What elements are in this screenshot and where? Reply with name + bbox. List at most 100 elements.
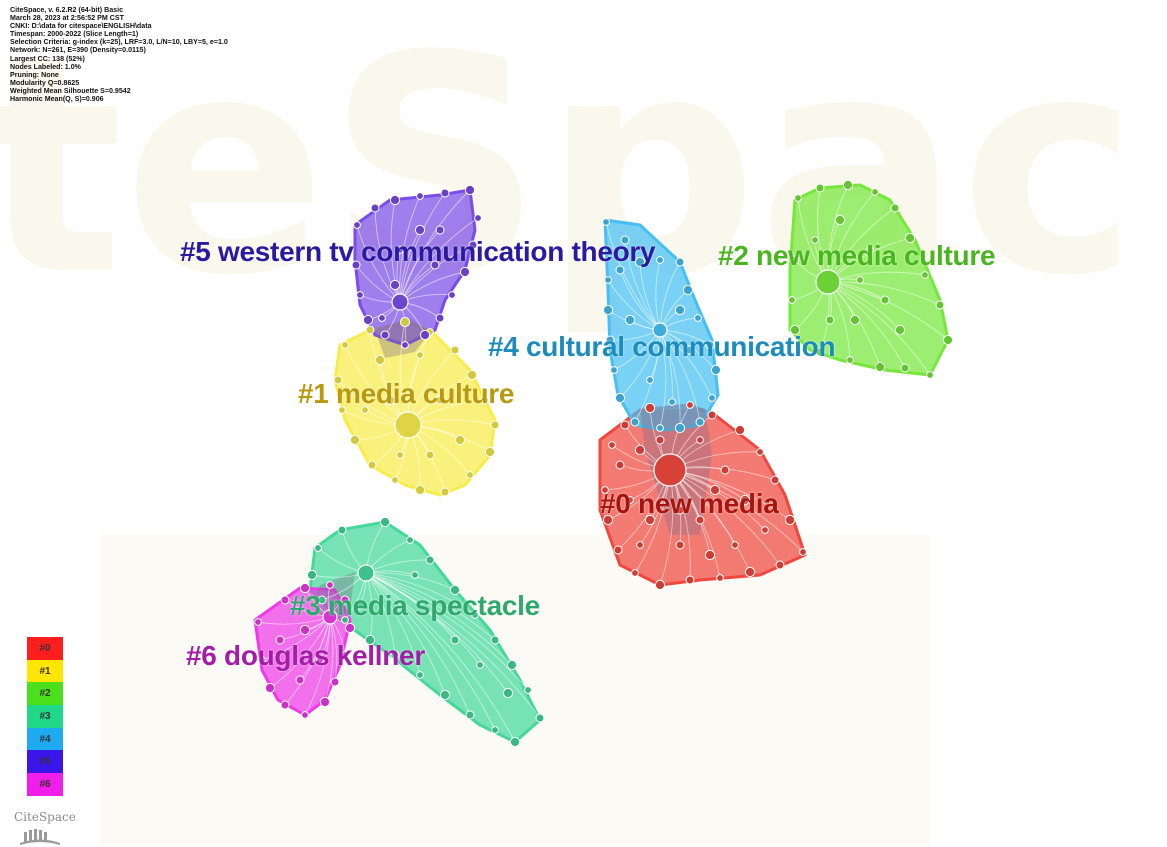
network-node[interactable] (707, 410, 717, 420)
network-node[interactable] (356, 291, 364, 299)
network-node[interactable] (362, 314, 374, 326)
network-node[interactable] (614, 392, 626, 404)
network-node[interactable] (389, 279, 401, 291)
network-node[interactable] (411, 571, 419, 579)
network-node[interactable] (306, 569, 318, 581)
network-node[interactable] (374, 354, 386, 366)
network-node[interactable] (466, 471, 474, 479)
network-node[interactable] (355, 600, 365, 610)
network-node[interactable] (471, 611, 479, 619)
network-node[interactable] (450, 345, 460, 355)
network-node[interactable] (656, 424, 664, 432)
network-node[interactable] (365, 325, 375, 335)
network-node[interactable] (856, 276, 864, 284)
network-node[interactable] (481, 396, 489, 404)
network-node[interactable] (509, 736, 521, 748)
network-node[interactable] (756, 448, 764, 456)
network-node[interactable] (476, 661, 484, 669)
network-node[interactable] (605, 335, 615, 345)
cluster-center-node[interactable] (357, 564, 375, 582)
network-node[interactable] (900, 363, 910, 373)
network-node[interactable] (258, 656, 266, 664)
network-node[interactable] (716, 574, 724, 582)
network-node[interactable] (685, 575, 695, 585)
network-node[interactable] (604, 276, 612, 284)
network-node[interactable] (880, 295, 890, 305)
network-node[interactable] (654, 579, 666, 591)
network-node[interactable] (490, 635, 500, 645)
network-node[interactable] (535, 713, 545, 723)
network-node[interactable] (490, 420, 500, 430)
network-node[interactable] (435, 313, 445, 323)
network-node[interactable] (942, 334, 954, 346)
network-node[interactable] (634, 444, 646, 456)
network-node[interactable] (280, 700, 290, 710)
network-node[interactable] (435, 225, 445, 235)
network-node[interactable] (601, 486, 609, 494)
cluster-center-node[interactable] (653, 453, 687, 487)
network-node[interactable] (459, 266, 471, 278)
network-node[interactable] (353, 221, 361, 229)
network-node[interactable] (744, 566, 756, 578)
network-node[interactable] (695, 417, 705, 427)
network-node[interactable] (384, 394, 396, 406)
cluster-center-node[interactable] (394, 411, 422, 439)
network-node[interactable] (695, 515, 705, 525)
network-node[interactable] (299, 624, 311, 636)
network-node[interactable] (399, 316, 411, 328)
network-node[interactable] (846, 356, 854, 364)
network-node[interactable] (710, 364, 722, 376)
network-node[interactable] (602, 304, 614, 316)
network-node[interactable] (705, 340, 715, 350)
network-node[interactable] (301, 711, 309, 719)
network-node[interactable] (815, 183, 825, 193)
network-node[interactable] (280, 595, 290, 605)
network-node[interactable] (344, 622, 356, 634)
network-node[interactable] (656, 256, 664, 264)
network-node[interactable] (316, 656, 324, 664)
cluster-center-node[interactable] (322, 609, 338, 625)
network-node[interactable] (610, 366, 618, 374)
network-node[interactable] (448, 291, 456, 299)
network-node[interactable] (439, 689, 451, 701)
network-node[interactable] (602, 218, 610, 226)
network-node[interactable] (389, 194, 401, 206)
network-node[interactable] (624, 314, 636, 326)
network-node[interactable] (615, 265, 625, 275)
network-node[interactable] (849, 314, 861, 326)
network-node[interactable] (646, 376, 654, 384)
network-node[interactable] (675, 257, 685, 267)
network-node[interactable] (466, 369, 478, 381)
network-node[interactable] (890, 203, 900, 213)
network-node[interactable] (834, 214, 846, 226)
network-node[interactable] (364, 634, 376, 646)
network-node[interactable] (620, 235, 630, 245)
network-node[interactable] (378, 314, 386, 322)
network-node[interactable] (367, 460, 377, 470)
network-node[interactable] (636, 541, 644, 549)
network-node[interactable] (491, 726, 499, 734)
network-node[interactable] (704, 549, 716, 561)
network-node[interactable] (379, 516, 391, 528)
network-node[interactable] (799, 548, 807, 556)
network-node[interactable] (734, 424, 746, 436)
network-node[interactable] (454, 434, 466, 446)
network-node[interactable] (874, 361, 886, 373)
network-node[interactable] (341, 616, 349, 624)
network-node[interactable] (295, 675, 305, 685)
network-node[interactable] (794, 194, 802, 202)
network-node[interactable] (674, 304, 686, 316)
network-node[interactable] (254, 618, 262, 626)
network-node[interactable] (299, 582, 311, 594)
network-node[interactable] (739, 494, 751, 506)
network-node[interactable] (351, 260, 361, 270)
network-node[interactable] (904, 232, 916, 244)
network-node[interactable] (468, 240, 478, 250)
network-node[interactable] (502, 687, 514, 699)
network-node[interactable] (668, 398, 676, 406)
network-node[interactable] (825, 315, 835, 325)
network-node[interactable] (674, 422, 686, 434)
network-node[interactable] (775, 560, 785, 570)
network-node[interactable] (338, 406, 346, 414)
network-node[interactable] (631, 569, 639, 577)
